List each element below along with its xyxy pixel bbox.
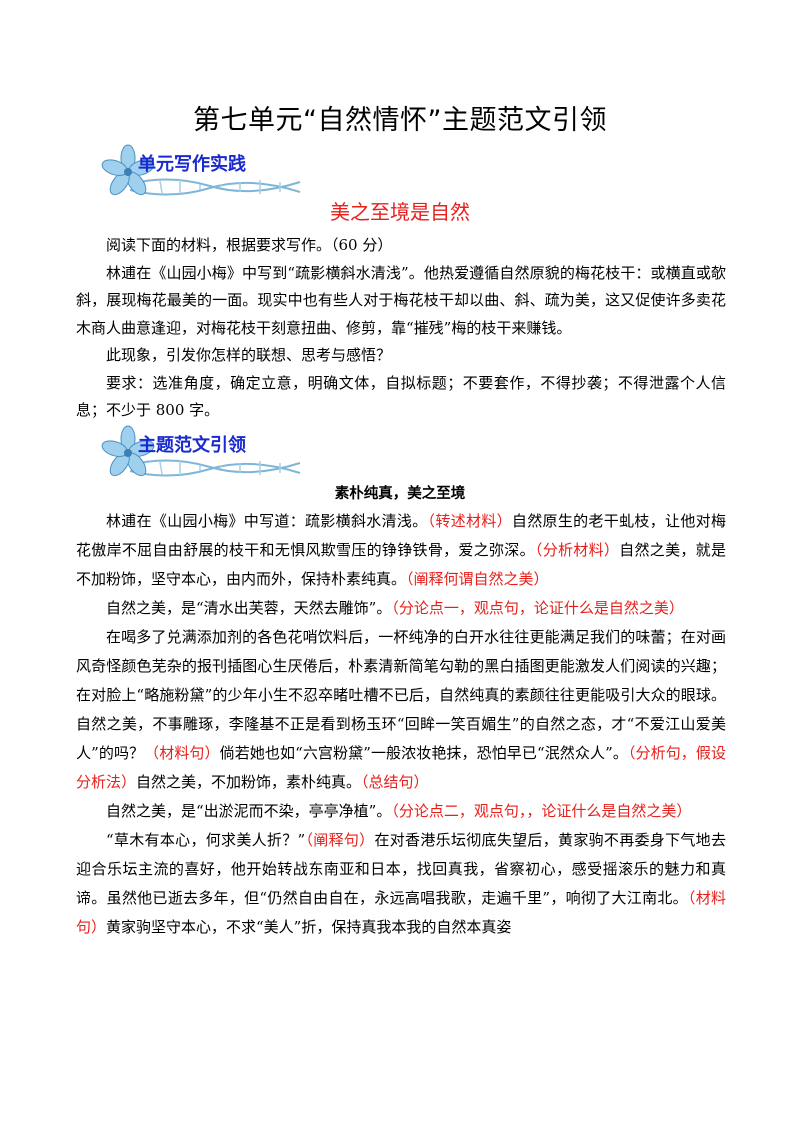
annotation: （阐释何谓自然之美） [406, 570, 549, 588]
prompt-paragraph: 此现象，引发你怎样的联想、思考与感悟？ [106, 346, 392, 364]
flower-icon [101, 425, 301, 477]
prompt-paragraph: 要求：选准角度，确定立意，明确文体，自拟标题；不要套作，不得抄袭；不得泄露个人信… [76, 373, 726, 420]
annotation: （材料句） [76, 889, 726, 936]
annotation: （分析材料） [534, 541, 620, 559]
section-banner-model-essay: 主题范文引领 [100, 425, 310, 485]
essay-paragraph-3: 在喝多了兑满添加剂的各色花哨饮料后，一杯纯净的白开水往往更能满足我们的味蕾；在对… [76, 628, 726, 791]
essay-paragraph-1: 林逋在《山园小梅》中写道：疏影横斜水清浅。（转述材料）自然原生的老干虬枝，让他对… [76, 512, 726, 588]
annotation: （分析句，假设分析法） [76, 744, 726, 791]
essay-title: 素朴纯真，美之至境 [334, 486, 466, 502]
annotation: （转述材料） [427, 512, 512, 530]
document-title: 第七单元“自然情怀”主题范文引领 [193, 105, 607, 136]
prompt-text: 阅读下面的材料，根据要求写作。（60 分） 林逋在《山园小梅》中写到“疏影横斜水… [76, 232, 726, 425]
annotation: （总结句） [361, 773, 429, 791]
essay-paragraph-4: 自然之美，是“出淤泥而不染，亭亭净植”。（分论点二，观点句，，论证什么是自然之美… [106, 802, 692, 820]
annotation: （材料句） [144, 744, 220, 762]
annotation: （分论点一，观点句，论证什么是自然之美） [391, 599, 684, 617]
essay-paragraph-5: “草木有本心，何求美人折？”（阐释句）在对香港乐坛彻底失望后，黄家驹不再委身下气… [76, 831, 726, 936]
section-banner-writing-practice: 单元写作实践 [100, 144, 310, 204]
prompt-paragraph: 林逋在《山园小梅》中写到“疏影横斜水清浅”。他热爱遵循自然原貌的梅花枝干：或横直… [76, 263, 726, 337]
essay-paragraph-2: 自然之美，是“清水出芙蓉，天然去雕饰”。（分论点一，观点句，论证什么是自然之美） [106, 599, 684, 617]
section-banner-label: 单元写作实践 [138, 154, 246, 175]
annotation: （分论点二，观点句，，论证什么是自然之美） [391, 802, 692, 820]
section-banner-label: 主题范文引领 [138, 435, 246, 456]
flower-icon [101, 144, 301, 196]
prompt-title: 美之至境是自然 [330, 200, 470, 224]
prompt-paragraph: 阅读下面的材料，根据要求写作。（60 分） [106, 236, 393, 254]
essay-body: 林逋在《山园小梅》中写道：疏影横斜水清浅。（转述材料）自然原生的老干虬枝，让他对… [76, 507, 726, 942]
annotation: （阐释句） [305, 831, 375, 849]
